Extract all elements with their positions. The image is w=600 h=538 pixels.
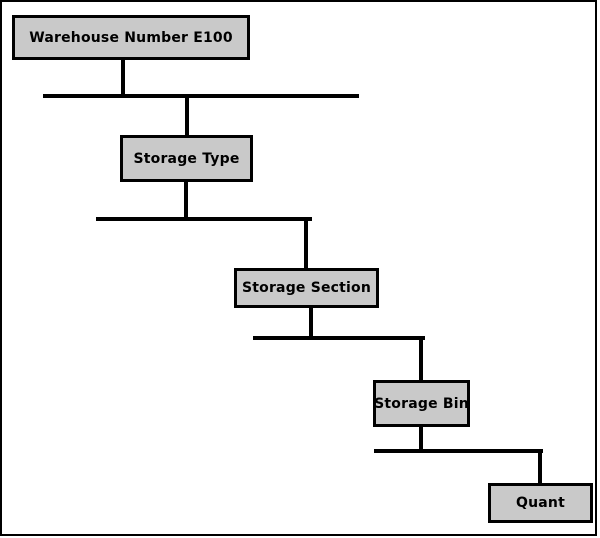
connector-level3-bracket [253, 336, 425, 340]
node-storage-section-label: Storage Section [241, 280, 372, 296]
connector-storage-section-drop [304, 217, 308, 270]
node-storage-bin-label: Storage Bin [374, 395, 469, 412]
connector-storage-type-stem [184, 180, 188, 221]
connector-level1-bracket [43, 94, 359, 98]
connector-level2-bracket [96, 217, 312, 221]
node-warehouse-number: Warehouse Number E100 [12, 15, 250, 60]
connector-level4-bracket [374, 449, 543, 453]
node-storage-type-label: Storage Type [133, 150, 240, 167]
node-quant-label: Quant [516, 495, 565, 511]
connector-quant-drop [538, 449, 542, 485]
node-warehouse-number-label: Warehouse Number E100 [29, 29, 233, 46]
connector-warehouse-stem [121, 58, 125, 98]
node-storage-type: Storage Type [120, 135, 253, 182]
connector-storage-type-drop [185, 94, 189, 137]
node-storage-bin: Storage Bin [373, 380, 470, 427]
connector-storage-bin-drop [419, 336, 423, 382]
node-quant: Quant [488, 483, 593, 523]
connector-storage-section-stem [309, 306, 313, 340]
connector-storage-bin-stem [419, 425, 423, 453]
node-storage-section: Storage Section [234, 268, 379, 308]
